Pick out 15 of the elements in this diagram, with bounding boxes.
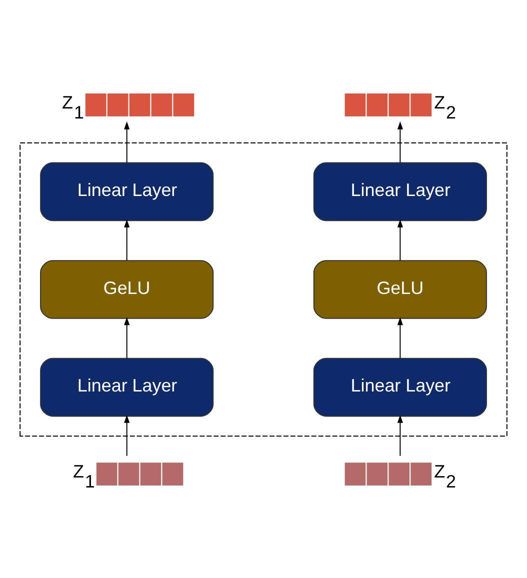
arrow [397,120,403,162]
node-box: Linear Layer [40,162,214,221]
node-box: Linear Layer [40,357,214,416]
arrow [124,218,130,261]
node-box: Linear Layer [313,357,487,416]
arrow [397,218,403,261]
arrow [124,120,130,162]
arrow [397,414,403,456]
arrow [124,316,130,358]
node-box: GeLU [313,260,487,318]
node-box: Linear Layer [313,162,487,221]
node-box: GeLU [40,260,214,318]
arrow [124,414,130,456]
arrow [397,316,403,358]
cluster [20,142,508,436]
